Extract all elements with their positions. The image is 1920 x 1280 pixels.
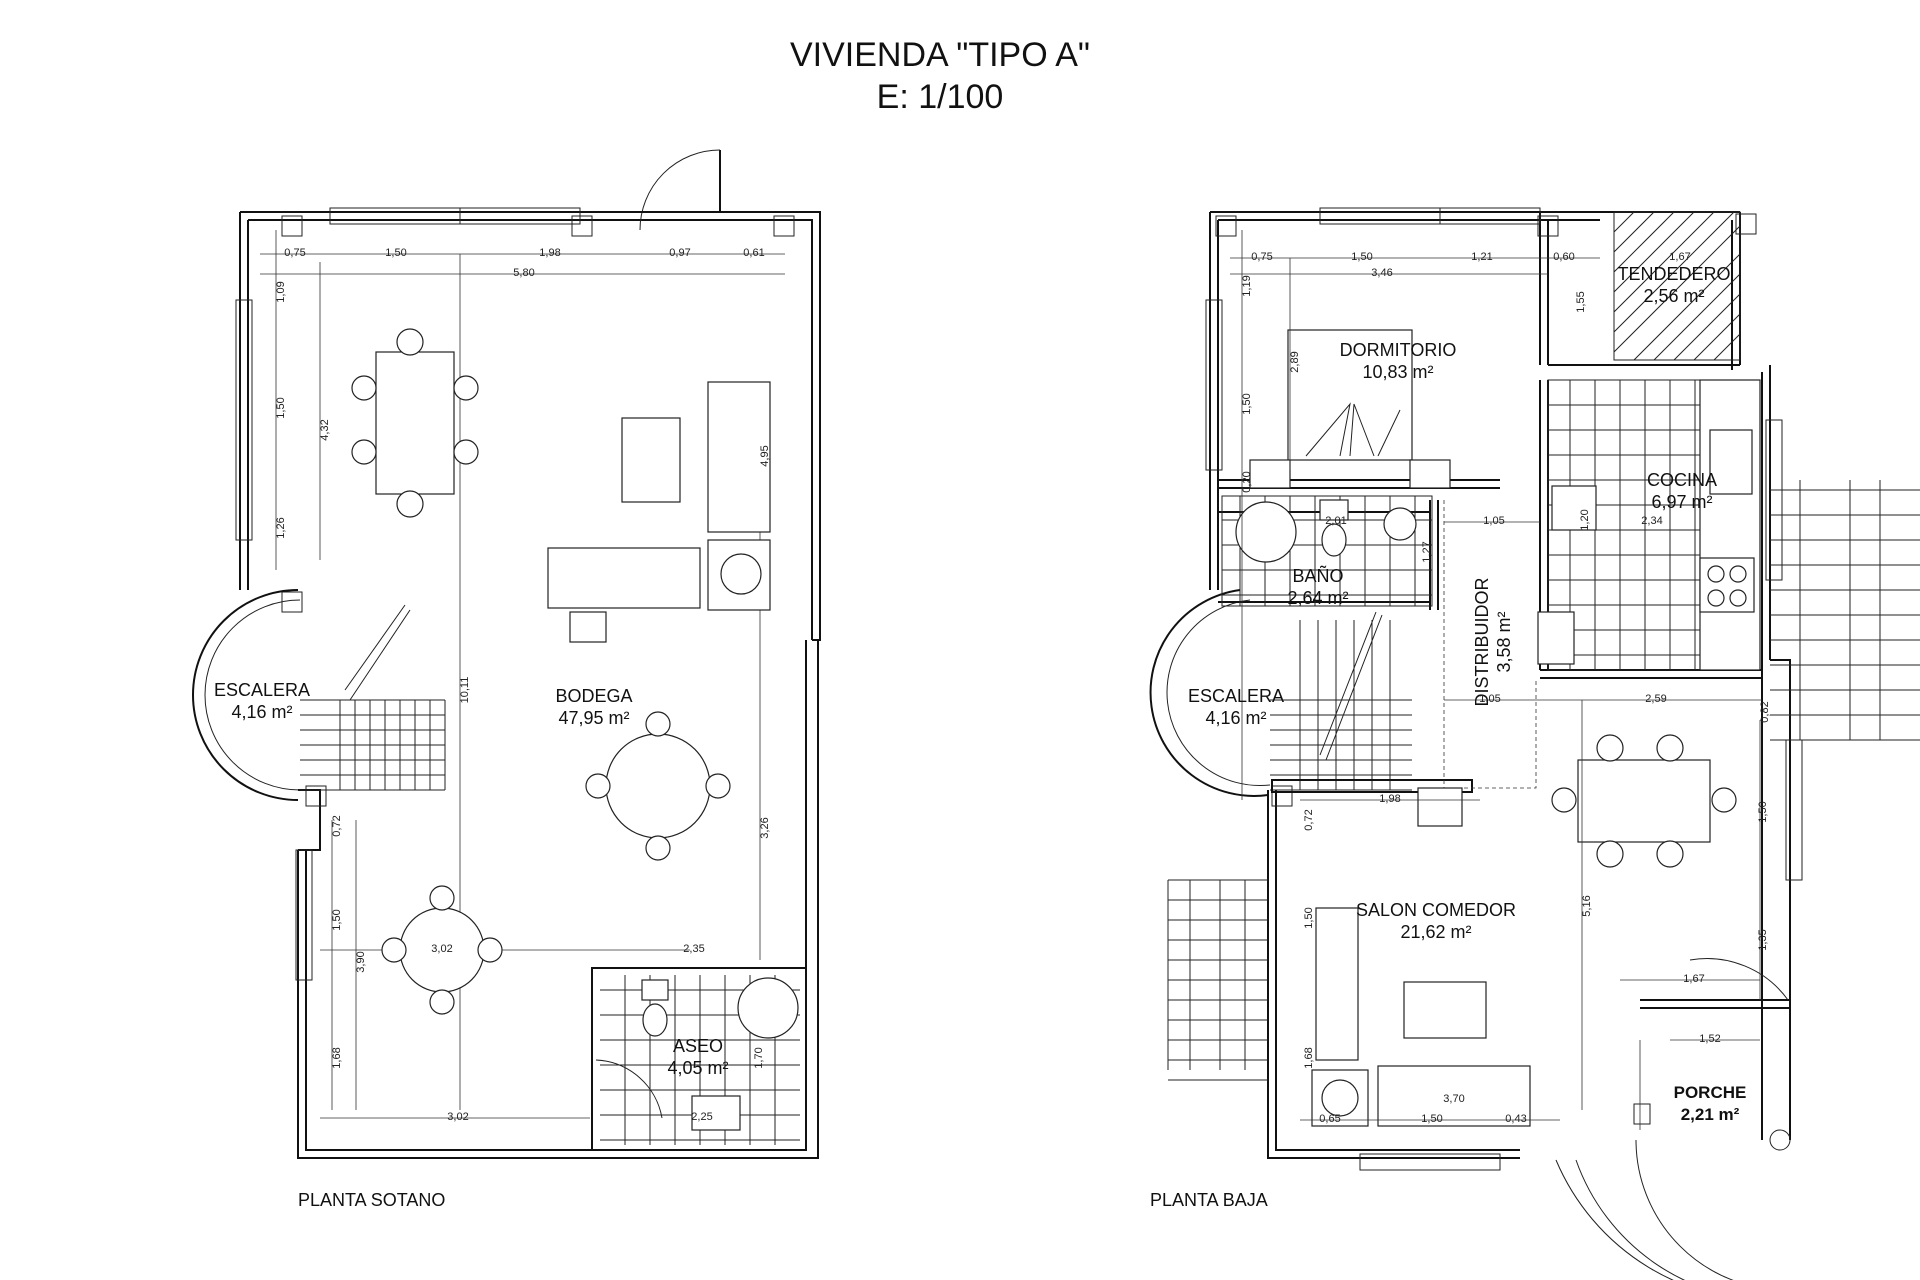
dim-label: 10,11 [459, 677, 471, 704]
room-name: ESCALERA [214, 680, 310, 700]
dim-label: 1,50 [1757, 801, 1769, 822]
dim-label: 0,97 [669, 247, 690, 259]
room-area: 21,62 m² [1400, 922, 1471, 942]
room-area: 4,05 m² [667, 1058, 728, 1078]
dim-label: 1,05 [1483, 515, 1504, 527]
dim-label: 1,50 [331, 909, 343, 930]
dim-label: 1,98 [1379, 793, 1400, 805]
dim-label: 1,55 [1575, 291, 1587, 312]
dim-label: 0,75 [1251, 251, 1272, 263]
dim-label: 1,50 [275, 397, 287, 418]
dim-label: 1,20 [1579, 509, 1591, 530]
dim-label: 3,90 [355, 951, 367, 972]
drawing-scale: E: 1/100 [877, 78, 1004, 116]
room-area: 2,56 m² [1643, 286, 1704, 306]
dim-label: 0,43 [1505, 1113, 1526, 1125]
room-name: DISTRIBUIDOR [1472, 577, 1492, 706]
room-name: BODEGA [555, 686, 632, 706]
room-area: 2,64 m² [1287, 588, 1348, 608]
dim-label: 2,35 [683, 943, 704, 955]
dim-label: 2,89 [1289, 351, 1301, 372]
dim-label: 1,27 [1421, 541, 1433, 562]
dim-label: 3,26 [759, 817, 771, 838]
dim-label: 1,05 [1479, 693, 1500, 705]
plan-label-sotano: PLANTA SOTANO [298, 1190, 445, 1210]
dim-label: 1,09 [275, 281, 287, 302]
dim-label: 2,01 [1325, 515, 1346, 527]
dim-label: 1,21 [1471, 251, 1492, 263]
room-name: ESCALERA [1188, 686, 1284, 706]
dim-label: 1,68 [331, 1047, 343, 1068]
room-area: 4,16 m² [231, 702, 292, 722]
plan-sotano [192, 149, 821, 1159]
room-area: 3,58 m² [1494, 611, 1514, 672]
dim-label: 3,70 [1443, 1093, 1464, 1105]
dim-label: 3,02 [431, 943, 452, 955]
dim-label: 3,46 [1371, 267, 1392, 279]
room-name: TENDEDERO [1617, 264, 1730, 284]
dim-label: 0,61 [743, 247, 764, 259]
room-area: 47,95 m² [558, 708, 629, 728]
room-name: PORCHE [1674, 1083, 1747, 1102]
dim-label: 1,68 [1303, 1047, 1315, 1068]
dimensions-sotano: 0,75 1,50 1,98 0,97 0,61 5,80 1,09 1,50 … [275, 247, 771, 1123]
dim-label: 1,50 [385, 247, 406, 259]
room-area: 2,21 m² [1681, 1105, 1740, 1124]
room-area: 10,83 m² [1362, 362, 1433, 382]
dim-label: 5,16 [1581, 895, 1593, 916]
dim-label: 1,67 [1683, 973, 1704, 985]
dim-label: 0,20 [1241, 471, 1253, 492]
dim-label: 0,72 [331, 815, 343, 836]
dimensions-baja: 0,75 1,50 1,21 0,60 1,67 3,46 1,19 2,89 … [1241, 251, 1771, 1125]
dim-label: 1,50 [1421, 1113, 1442, 1125]
dim-label: 0,60 [1553, 251, 1574, 263]
plan-baja [1149, 207, 1920, 1280]
dim-label: 1,26 [275, 517, 287, 538]
room-name: ASEO [673, 1036, 723, 1056]
room-name: SALON COMEDOR [1356, 900, 1516, 920]
dim-label: 0,75 [284, 247, 305, 259]
dim-label: 4,95 [759, 445, 771, 466]
dim-label: 1,98 [539, 247, 560, 259]
drawing-title: VIVIENDA "TIPO A" [790, 36, 1090, 74]
dim-label: 1,50 [1303, 907, 1315, 928]
dim-label: 2,34 [1641, 515, 1662, 527]
room-name: COCINA [1647, 470, 1717, 490]
dim-label: 0,82 [1759, 701, 1771, 722]
dim-label: 2,59 [1645, 693, 1666, 705]
dim-label: 0,65 [1319, 1113, 1340, 1125]
dim-label: 4,32 [319, 419, 331, 440]
dim-label: 1,52 [1699, 1033, 1720, 1045]
room-name: DORMITORIO [1340, 340, 1457, 360]
dim-label: 3,02 [447, 1111, 468, 1123]
dim-label: 1,50 [1241, 393, 1253, 414]
room-area: 4,16 m² [1205, 708, 1266, 728]
dim-label: 1,19 [1241, 275, 1253, 296]
dim-label: 0,72 [1303, 809, 1315, 830]
dim-label: 2,25 [691, 1111, 712, 1123]
plan-label-baja: PLANTA BAJA [1150, 1190, 1268, 1210]
dim-label: 1,35 [1757, 929, 1769, 950]
dim-label: 1,70 [753, 1047, 765, 1068]
room-name: BAÑO [1292, 565, 1343, 586]
dim-label: 1,67 [1669, 251, 1690, 263]
dim-label: 5,80 [513, 267, 534, 279]
room-area: 6,97 m² [1651, 492, 1712, 512]
dim-label: 1,50 [1351, 251, 1372, 263]
